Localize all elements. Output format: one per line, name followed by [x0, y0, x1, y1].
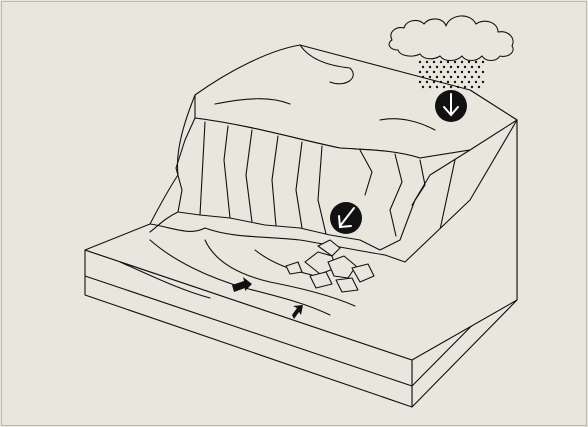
- raindrop: [429, 86, 431, 88]
- raindrop: [478, 76, 480, 78]
- raindrop: [447, 81, 449, 83]
- raindrop: [464, 66, 466, 68]
- raindrop: [482, 61, 484, 63]
- raindrop: [471, 76, 473, 78]
- raindrop: [436, 66, 438, 68]
- raindrop: [443, 66, 445, 68]
- raindrop: [419, 81, 421, 83]
- raindrop: [454, 71, 456, 73]
- raindrop: [436, 86, 438, 88]
- raindrop: [429, 66, 431, 68]
- raindrop: [440, 71, 442, 73]
- raindrop: [429, 76, 431, 78]
- raindrop: [468, 81, 470, 83]
- raindrop: [447, 61, 449, 63]
- raindrop: [450, 76, 452, 78]
- raindrop: [457, 66, 459, 68]
- raindrop: [422, 66, 424, 68]
- raindrop: [478, 66, 480, 68]
- raindrop: [419, 71, 421, 73]
- raindrop: [443, 86, 445, 88]
- raindrop: [426, 61, 428, 63]
- raindrop: [436, 76, 438, 78]
- raindrop: [443, 76, 445, 78]
- raindrop: [447, 71, 449, 73]
- raindrop: [450, 66, 452, 68]
- raindrop: [468, 61, 470, 63]
- raindrop: [433, 61, 435, 63]
- raindrop: [433, 71, 435, 73]
- raindrop: [478, 86, 480, 88]
- raindrop: [461, 61, 463, 63]
- raindrop: [440, 81, 442, 83]
- down-arrow-icon: [435, 90, 467, 122]
- raindrop: [464, 76, 466, 78]
- raindrop: [471, 86, 473, 88]
- cloud-icon: [389, 16, 513, 61]
- raindrop: [471, 66, 473, 68]
- raindrop: [440, 61, 442, 63]
- raindrop: [419, 61, 421, 63]
- raindrop: [457, 86, 459, 88]
- raindrop: [461, 71, 463, 73]
- raindrop: [482, 71, 484, 73]
- raindrop: [464, 86, 466, 88]
- raindrop: [422, 86, 424, 88]
- raindrop: [457, 76, 459, 78]
- raindrop: [475, 81, 477, 83]
- raindrop: [461, 81, 463, 83]
- raindrop: [454, 81, 456, 83]
- raindrop: [422, 76, 424, 78]
- raindrop: [475, 71, 477, 73]
- raindrop: [433, 81, 435, 83]
- raindrop: [475, 61, 477, 63]
- raindrop: [450, 86, 452, 88]
- raindrop: [426, 71, 428, 73]
- raindrop: [482, 81, 484, 83]
- diagonal-arrow-icon: [330, 202, 362, 234]
- raindrop: [468, 71, 470, 73]
- raindrop: [454, 61, 456, 63]
- raindrop: [426, 81, 428, 83]
